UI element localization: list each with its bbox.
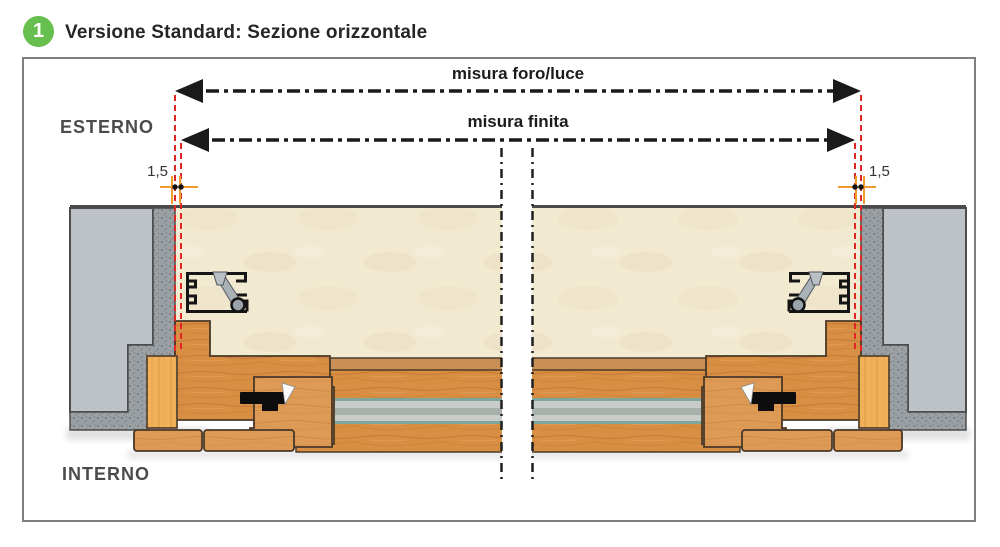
wall-cavity [158,205,520,361]
trim-strip [133,429,203,452]
dimension-arrow-inner [181,128,855,152]
gap-value-right: 1,5 [869,163,890,180]
shim-block [146,355,178,429]
door-core-mid [316,408,520,415]
dim-label-finita: misura finita [467,112,569,131]
dim-label-foro-luce: misura foro/luce [451,64,585,83]
label-esterno: ESTERNO [60,117,155,137]
gasket-lip [262,399,278,411]
door-shadow [128,450,520,459]
page-title: Versione Standard: Sezione orizzontale [65,22,428,43]
step-number-badge: 1 [23,16,54,47]
gap-value-left: 1,5 [147,163,168,180]
label-interno: INTERNO [62,464,150,484]
break-gap [502,149,532,481]
break-lines [500,148,534,481]
drawing-frame [22,57,976,522]
gasket-wedge [281,382,296,406]
section-half-left [66,95,521,459]
offset-tick [160,176,198,204]
trim-strip [203,429,295,452]
aluminium-profile [186,271,249,313]
section-half-right [516,95,970,459]
dimension-arrow-outer [175,79,861,103]
